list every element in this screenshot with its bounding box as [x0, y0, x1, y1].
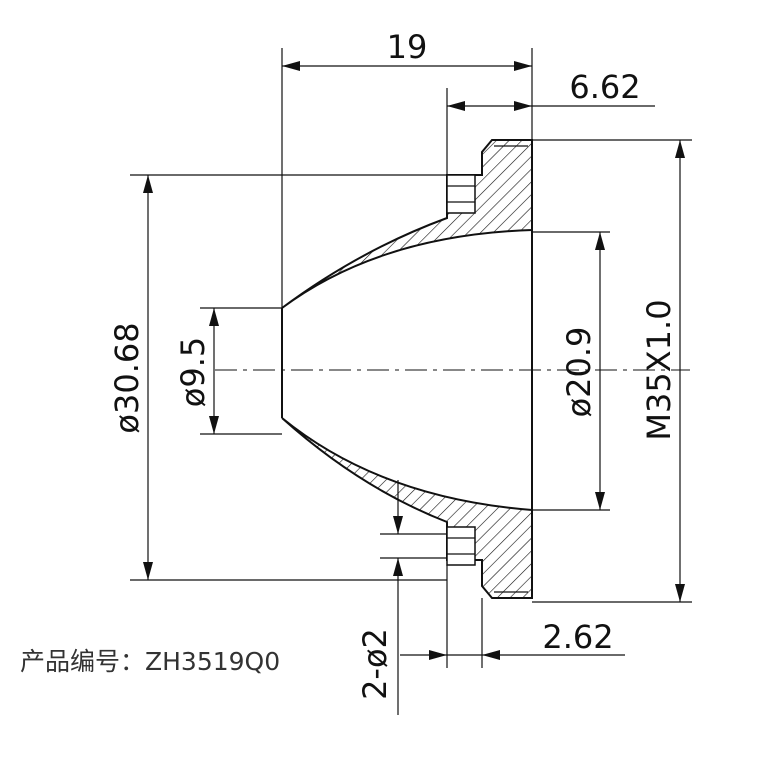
hole-lower: [446, 526, 476, 566]
section-upper-hatch: [281, 139, 533, 309]
dim-overall-length: 19: [387, 28, 428, 66]
dim-outer-diameter: ø30.68: [108, 322, 146, 433]
part-number-caption: 产品编号：ZH3519Q0: [20, 647, 280, 676]
section-lower-hatch: [281, 417, 533, 599]
hole-upper: [446, 174, 476, 214]
dim-inner-large-diameter: ø20.9: [560, 327, 598, 418]
dim-step-width: 2.62: [542, 618, 613, 656]
dim-holes: 2-ø2: [356, 628, 394, 700]
dim-inner-small-diameter: ø9.5: [174, 337, 212, 407]
dim-thread: M35X1.0: [640, 299, 678, 440]
dim-flange-thickness: 6.62: [569, 68, 640, 106]
